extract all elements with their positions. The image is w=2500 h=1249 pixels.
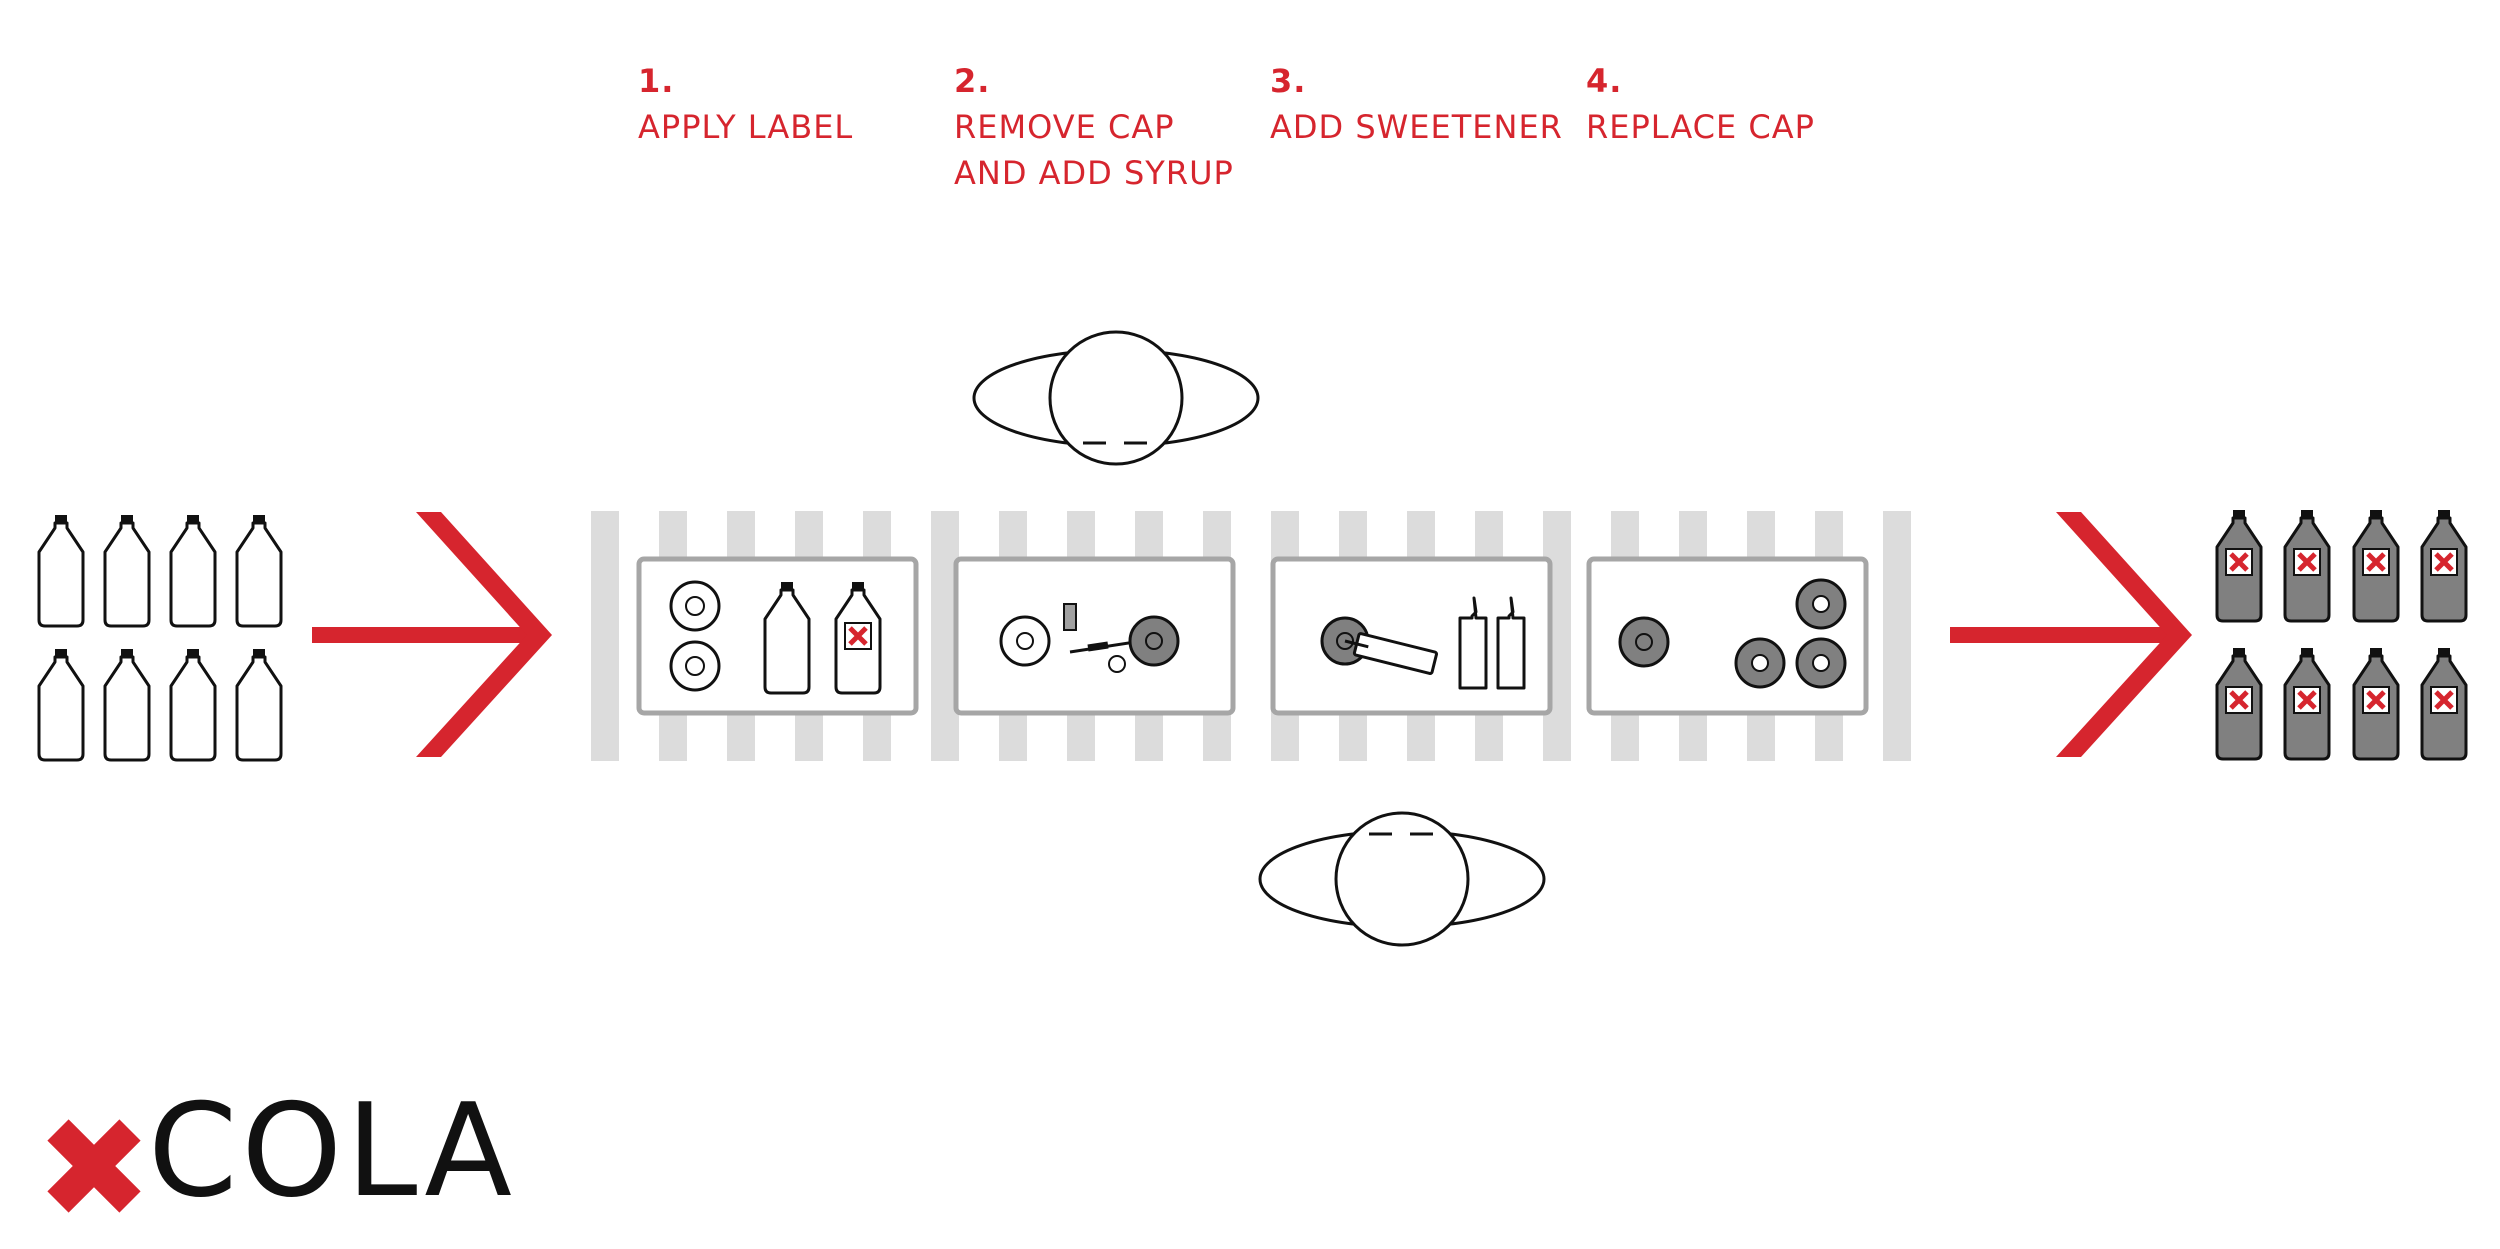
step-text: APPLY LABEL <box>638 108 854 146</box>
filled-bottle-icon <box>2285 648 2329 759</box>
step-number: 2. <box>954 62 991 100</box>
empty-bottle-icon <box>169 647 217 762</box>
filled-bottle-icon <box>2217 648 2261 759</box>
step-4-label: 4. REPLACE CAP <box>1586 58 1815 150</box>
empty-bottle-icon <box>235 513 283 628</box>
empty-bottle-icon <box>169 513 217 628</box>
step-3-label: 3. ADD SWEETENER <box>1270 58 1563 150</box>
empty-bottle-icon <box>37 647 85 762</box>
small-cap-icon <box>1108 655 1126 673</box>
step-text: REPLACE CAP <box>1586 108 1815 146</box>
empty-bottles-group <box>37 513 283 762</box>
sweetener-bottle-icon <box>1458 596 1526 690</box>
input-arrow-icon <box>312 512 552 757</box>
sweetener-pour-icon <box>1320 616 1439 676</box>
filled-bottle-icon <box>2422 510 2466 621</box>
removed-cap-icon <box>999 615 1051 667</box>
labeled-bottle-icon <box>834 582 882 695</box>
filled-bottles-group <box>2217 510 2466 759</box>
x-mark-icon <box>47 1119 141 1213</box>
syrup-vial-icon <box>1063 603 1077 631</box>
filled-bottle-icon <box>2285 510 2329 621</box>
label-roll-icon <box>669 580 721 692</box>
filled-bottle-icon <box>2354 510 2398 621</box>
empty-bottle-icon <box>103 513 151 628</box>
step-2-label: 2. REMOVE CAP AND ADD SYRUP <box>954 58 1234 196</box>
empty-bottle-icon <box>235 647 283 762</box>
output-arrow-icon <box>1950 512 2192 757</box>
filled-bottle-icon <box>2217 510 2261 621</box>
station-2-box <box>953 556 1236 716</box>
empty-bottle-icon <box>37 513 85 628</box>
step-text: ADD SWEETENER <box>1270 108 1563 146</box>
step-number: 3. <box>1270 62 1307 100</box>
open-bottle-top-icon <box>1128 615 1180 667</box>
brand-logo-text: COLA <box>148 1077 516 1226</box>
step-text: REMOVE CAP <box>954 108 1175 146</box>
step-text: AND ADD SYRUP <box>954 154 1234 192</box>
empty-bottle-icon <box>103 647 151 762</box>
step-1-label: 1. APPLY LABEL <box>638 58 853 150</box>
step-number: 1. <box>638 62 675 100</box>
worker-top-icon <box>972 330 1260 466</box>
filled-bottle-icon <box>2354 648 2398 759</box>
filled-bottle-icon <box>2422 648 2466 759</box>
worker-bottom-icon <box>1258 811 1546 947</box>
caps-stack-icon <box>1734 578 1847 689</box>
capped-bottle-top-icon <box>1618 616 1670 668</box>
step-number: 4. <box>1586 62 1623 100</box>
